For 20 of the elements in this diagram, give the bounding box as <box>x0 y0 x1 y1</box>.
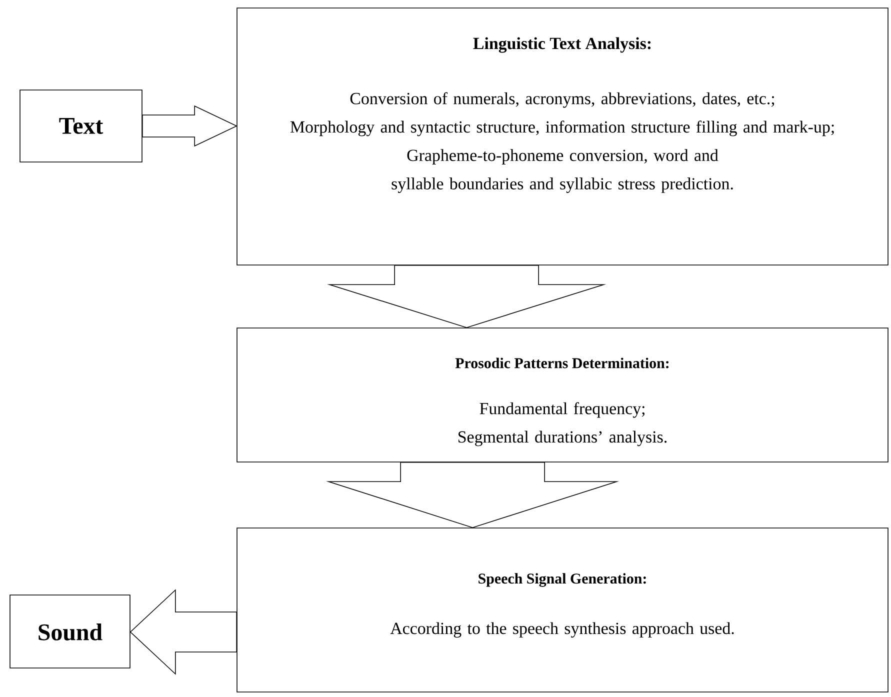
box-label: Sound <box>38 624 102 640</box>
process-box <box>236 528 888 692</box>
box-heading: Linguistic Text Analysis: <box>473 37 651 53</box>
process-box <box>236 8 888 266</box>
block-arrow <box>130 589 237 675</box>
body-text: Segmental durations’ analysis. <box>458 430 667 446</box>
body-text: Fundamental frequency; <box>480 402 644 418</box>
body-text: Conversion of numerals, acronyms, abbreviations, dates, etc.; <box>350 92 774 108</box>
block-arrow <box>327 265 606 328</box>
terminal-box <box>20 90 142 162</box>
box-heading: Speech Signal Generation: <box>478 573 646 587</box>
terminal-box <box>10 594 130 668</box>
body-text: According to the speech synthesis approach used. <box>390 622 734 638</box>
box-heading: Prosodic Patterns Determination: <box>455 358 669 368</box>
block-arrow <box>142 105 238 147</box>
body-text: Morphology and syntactic structure, information structure filling and mark-up; <box>290 120 834 136</box>
process-box <box>236 328 888 462</box>
block-arrow <box>326 462 620 528</box>
box-label: Text <box>59 118 104 134</box>
body-text: Grapheme-to-phoneme conversion, word and syllable boundaries and syllabic stress prediction. <box>392 149 733 193</box>
